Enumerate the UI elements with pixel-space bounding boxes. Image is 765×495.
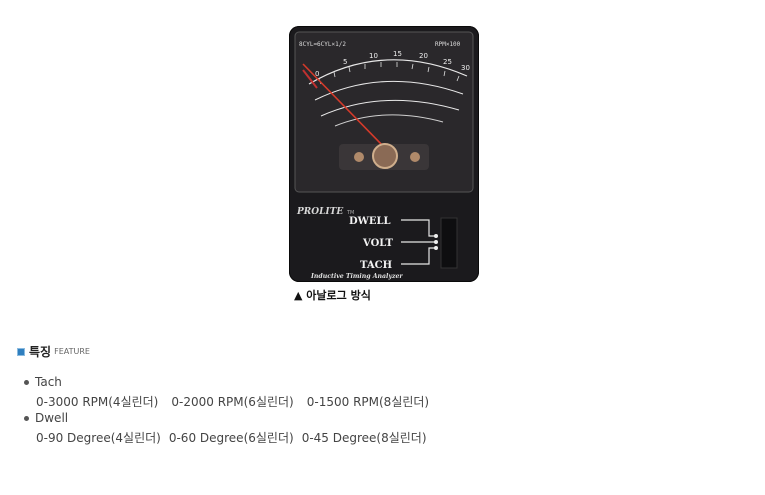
feature-value: 0-2000 RPM(6실린더)	[171, 395, 294, 409]
feature-values-dwell: 0-90 Degree(4실린더) 0-60 Degree(6실린더) 0-45 D…	[36, 429, 440, 446]
rpm-tick-label: 25	[443, 58, 452, 66]
feature-name: Tach	[35, 375, 62, 389]
bullet-dot-icon	[24, 380, 29, 385]
feature-value: 0-60 Degree(6실린더)	[168, 431, 294, 445]
scale-top-right: RPM×100	[435, 41, 461, 48]
feature-value: 0-90 Degree(4실린더)	[36, 431, 161, 445]
feature-section-heading: 특징 FEATURE	[17, 343, 90, 360]
feature-name: Dwell	[35, 411, 69, 425]
dwell-arc-2	[320, 99, 460, 117]
bottom-text: Inductive Timing Analyzer	[310, 273, 403, 280]
rpm-tick-label: 10	[369, 52, 378, 60]
label-tach: TACH	[360, 260, 392, 271]
red-zone-mark	[302, 69, 318, 89]
label-dwell: DWELL	[349, 216, 391, 227]
selector-switch	[440, 217, 458, 269]
bullet-dot-icon	[24, 416, 29, 421]
brand-tm: TM	[346, 210, 354, 216]
feature-item-dwell: Dwell	[24, 411, 68, 425]
section-title-ko: 특징	[29, 345, 52, 359]
brand-logo: PROLITE	[296, 207, 343, 217]
rpm-tick-label: 30	[461, 64, 470, 72]
rpm-arc	[308, 59, 468, 85]
pivot-hub	[372, 143, 398, 169]
bullet-square-icon	[17, 347, 25, 356]
feature-values-tach: 0-3000 RPM(4실린더) 0-2000 RPM(6실린더) 0-1500 R…	[36, 393, 442, 410]
feature-value: 0-3000 RPM(4실린더)	[36, 395, 159, 409]
meter-illustration: 8CYL=6CYL×1/2 RPM×100 0 5 10 15 20 25 30 PROLI…	[294, 31, 474, 280]
rpm-tick-label: 20	[419, 52, 428, 60]
label-volt: VOLT	[362, 238, 394, 249]
feature-value: 0-45 Degree(8실린더)	[301, 431, 427, 445]
scale-top-left: 8CYL=6CYL×1/2	[299, 41, 346, 48]
image-caption: ▲ 아날로그 방식	[294, 289, 371, 302]
feature-value: 0-1500 RPM(8실린더)	[306, 395, 430, 409]
analog-meter-image: 8CYL=6CYL×1/2 RPM×100 0 5 10 15 20 25 30 PROLI…	[289, 26, 479, 282]
pivot-screw-right	[410, 152, 420, 162]
rpm-tick-labels: 0 5 10 15 20 25 30	[315, 50, 470, 78]
rpm-tick-label: 5	[343, 58, 347, 66]
meter-needle	[302, 63, 386, 149]
selector-lines	[401, 219, 435, 265]
volt-arc	[334, 114, 444, 127]
section-title-en: FEATURE	[54, 347, 90, 356]
rpm-tick-label: 15	[393, 50, 402, 58]
rpm-tick-label: 0	[315, 70, 319, 78]
pivot-screw-left	[354, 152, 364, 162]
feature-item-tach: Tach	[24, 375, 62, 389]
